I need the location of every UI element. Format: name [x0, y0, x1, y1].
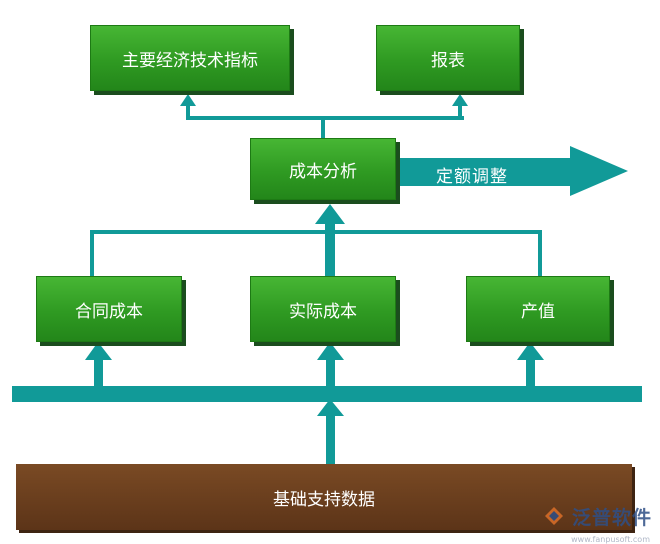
to-indicators-shaft	[186, 104, 190, 118]
to-reports-shaft	[458, 104, 462, 118]
to-reports-arrowhead	[452, 94, 468, 106]
base-to-bus-shaft	[326, 416, 335, 466]
watermark: 泛普软件	[542, 503, 652, 530]
bracket-top-line	[90, 230, 542, 234]
reports-box: 报表	[376, 25, 520, 91]
actual-to-analysis-arrowhead	[315, 204, 345, 224]
actual-cost-label: 实际成本	[289, 301, 357, 322]
watermark-url: www.fanpusoft.com	[571, 535, 650, 544]
actual-to-analysis-shaft	[325, 222, 335, 278]
reports-label: 报表	[431, 50, 465, 71]
base-to-bus-arrowhead	[317, 399, 344, 416]
top-bracket-line	[186, 116, 464, 120]
bus-to-output-arrowhead	[517, 342, 544, 360]
bracket-left-leg	[90, 230, 94, 278]
bus-to-contract-shaft	[94, 358, 103, 388]
bus-to-actual-shaft	[326, 358, 335, 388]
output-value-box: 产值	[466, 276, 610, 342]
horizontal-bus-bar	[12, 386, 642, 402]
actual-cost-box: 实际成本	[250, 276, 396, 342]
analysis-up-stem	[321, 116, 325, 138]
quota-adjustment-label: 定额调整	[436, 167, 508, 187]
fanpu-logo-icon	[542, 504, 566, 530]
bracket-right-leg	[538, 230, 542, 278]
bus-to-output-shaft	[526, 358, 535, 388]
contract-cost-label: 合同成本	[75, 301, 143, 322]
economic-indicators-label: 主要经济技术指标	[122, 50, 258, 71]
bus-to-contract-arrowhead	[85, 342, 112, 360]
bus-to-actual-arrowhead	[317, 342, 344, 360]
base-data-label: 基础支持数据	[273, 489, 375, 510]
cost-analysis-label: 成本分析	[289, 161, 357, 182]
quota-arrow-head	[570, 146, 628, 196]
to-indicators-arrowhead	[180, 94, 196, 106]
base-data-box: 基础支持数据	[16, 464, 632, 530]
watermark-brand: 泛普软件	[571, 507, 652, 529]
output-value-label: 产值	[521, 301, 555, 322]
economic-indicators-box: 主要经济技术指标	[90, 25, 290, 91]
contract-cost-box: 合同成本	[36, 276, 182, 342]
quota-arrow-shaft	[398, 158, 574, 186]
cost-analysis-box: 成本分析	[250, 138, 396, 200]
